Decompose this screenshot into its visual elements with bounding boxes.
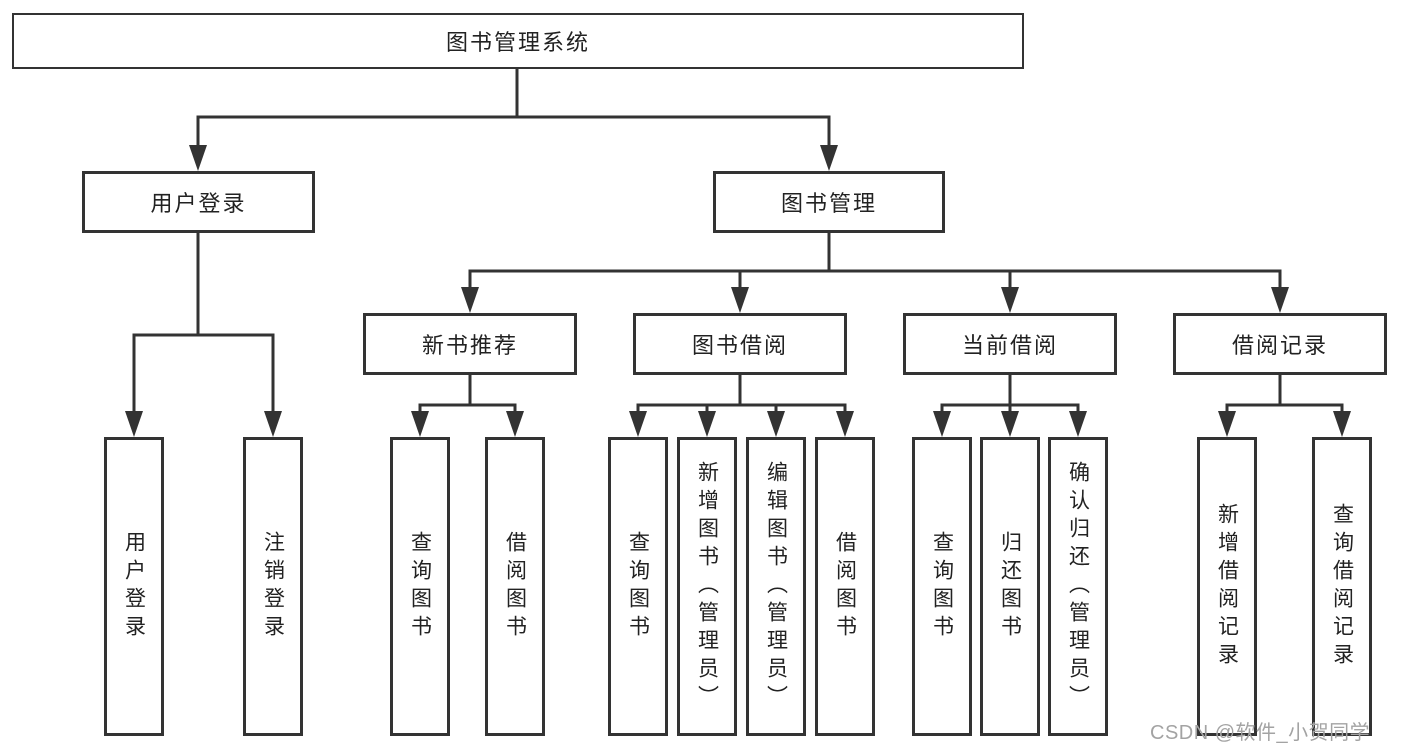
node-new-book-recommend-label: 新书推荐 [421,333,518,358]
leaf-borrow-book-borrow-label: 借阅图书 [833,530,857,643]
leaf-borrow-book-recommend-label: 借阅图书 [503,530,527,643]
node-borrow-records-label: 借阅记录 [1231,333,1328,358]
leaf-query-borrow-record-label: 查询借阅记录 [1330,502,1354,671]
leaf-return-book-label: 归还图书 [998,530,1022,643]
leaf-query-book-borrow: 查询图书 [608,437,668,736]
leaf-logout-label: 注销登录 [261,530,285,643]
node-current-borrow: 当前借阅 [903,313,1117,375]
leaf-borrow-book-recommend: 借阅图书 [485,437,545,736]
node-borrow-records: 借阅记录 [1173,313,1387,375]
leaf-confirm-return-admin: 确认归还（管理员） [1048,437,1108,736]
watermark: CSDN @软件_小贺同学 [1150,722,1371,744]
leaf-add-book-admin-label: 新增图书（管理员） [695,460,719,713]
node-library-system: 图书管理系统 [12,13,1024,69]
node-current-borrow-label: 当前借阅 [961,333,1058,358]
leaf-logout: 注销登录 [243,437,303,736]
leaf-query-borrow-record: 查询借阅记录 [1312,437,1372,736]
leaf-add-book-admin: 新增图书（管理员） [677,437,737,736]
node-new-book-recommend: 新书推荐 [363,313,577,375]
leaf-edit-book-admin: 编辑图书（管理员） [746,437,806,736]
leaf-edit-book-admin-label: 编辑图书（管理员） [764,460,788,713]
node-user-login-label: 用户登录 [150,191,247,216]
leaf-add-borrow-record-label: 新增借阅记录 [1215,502,1239,671]
node-book-management-label: 图书管理 [780,191,877,216]
node-book-management: 图书管理 [713,171,945,233]
leaf-user-login: 用户登录 [104,437,164,736]
leaf-query-book-borrow-label: 查询图书 [626,530,650,643]
node-library-system-label: 图书管理系统 [445,30,590,55]
leaf-add-borrow-record: 新增借阅记录 [1197,437,1257,736]
leaf-borrow-book-borrow: 借阅图书 [815,437,875,736]
leaf-confirm-return-admin-label: 确认归还（管理员） [1066,460,1090,713]
leaf-user-login-label: 用户登录 [122,530,146,643]
leaf-query-book-current-label: 查询图书 [930,530,954,643]
leaf-query-book-recommend-label: 查询图书 [408,530,432,643]
leaf-query-book-current: 查询图书 [912,437,972,736]
node-book-borrow-label: 图书借阅 [691,333,788,358]
node-user-login: 用户登录 [82,171,315,233]
leaf-return-book: 归还图书 [980,437,1040,736]
leaf-query-book-recommend: 查询图书 [390,437,450,736]
node-book-borrow: 图书借阅 [633,313,847,375]
